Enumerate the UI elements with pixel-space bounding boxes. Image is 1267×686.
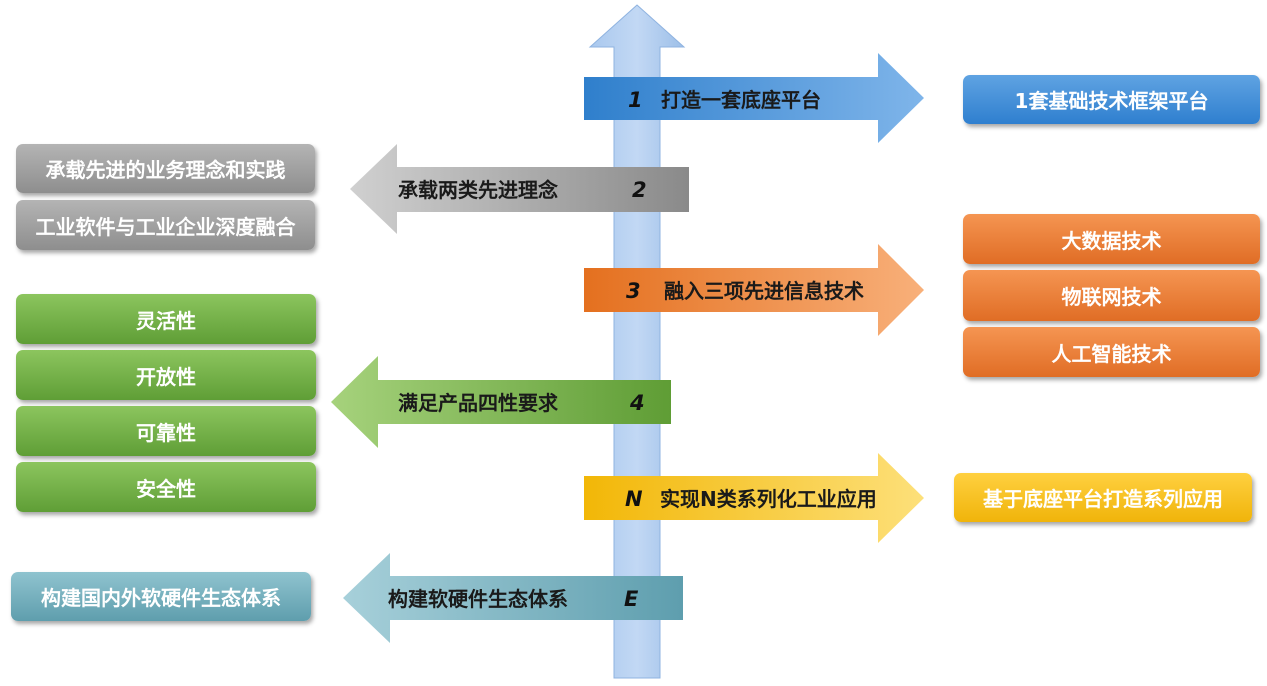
detail-box-3-2: 物联网技术 (963, 270, 1260, 321)
arrow-e-number: E (624, 587, 639, 611)
arrow-1 (584, 53, 924, 143)
detail-box-4-3: 可靠性 (16, 406, 316, 456)
arrow-n (584, 453, 924, 543)
detail-box-4-1: 灵活性 (16, 294, 316, 344)
arrow-2 (350, 144, 689, 234)
arrow-3 (584, 244, 924, 336)
arrow-4 (331, 356, 671, 448)
detail-box-e-1: 构建国内外软硬件生态体系 (11, 572, 311, 621)
main-vertical-arrow (588, 4, 686, 679)
detail-box-3-3: 人工智能技术 (963, 327, 1260, 377)
arrow-2-label: 承载两类先进理念 (398, 178, 558, 202)
arrow-3-number: 3 (626, 279, 641, 303)
arrow-4-number: 4 (630, 391, 645, 415)
detail-box-n-1: 基于底座平台打造系列应用 (954, 473, 1252, 522)
arrow-e (343, 553, 683, 643)
arrow-2-number: 2 (632, 178, 647, 202)
detail-box-1-1: 1套基础技术框架平台 (963, 75, 1260, 124)
detail-box-3-1: 大数据技术 (963, 214, 1260, 264)
detail-box-4-2: 开放性 (16, 350, 316, 400)
detail-box-2-2: 工业软件与工业企业深度融合 (16, 200, 315, 250)
arrow-e-label: 构建软硬件生态体系 (388, 587, 568, 611)
arrow-4-label: 满足产品四性要求 (398, 391, 558, 415)
detail-box-2-1: 承载先进的业务理念和实践 (16, 144, 315, 193)
arrow-3-label: 融入三项先进信息技术 (664, 279, 864, 303)
arrow-1-number: 1 (628, 88, 643, 112)
arrow-n-label: 实现N类系列化工业应用 (660, 487, 877, 511)
arrow-1-label: 打造一套底座平台 (661, 88, 821, 112)
arrow-n-number: N (625, 487, 643, 511)
detail-box-4-4: 安全性 (16, 462, 316, 512)
